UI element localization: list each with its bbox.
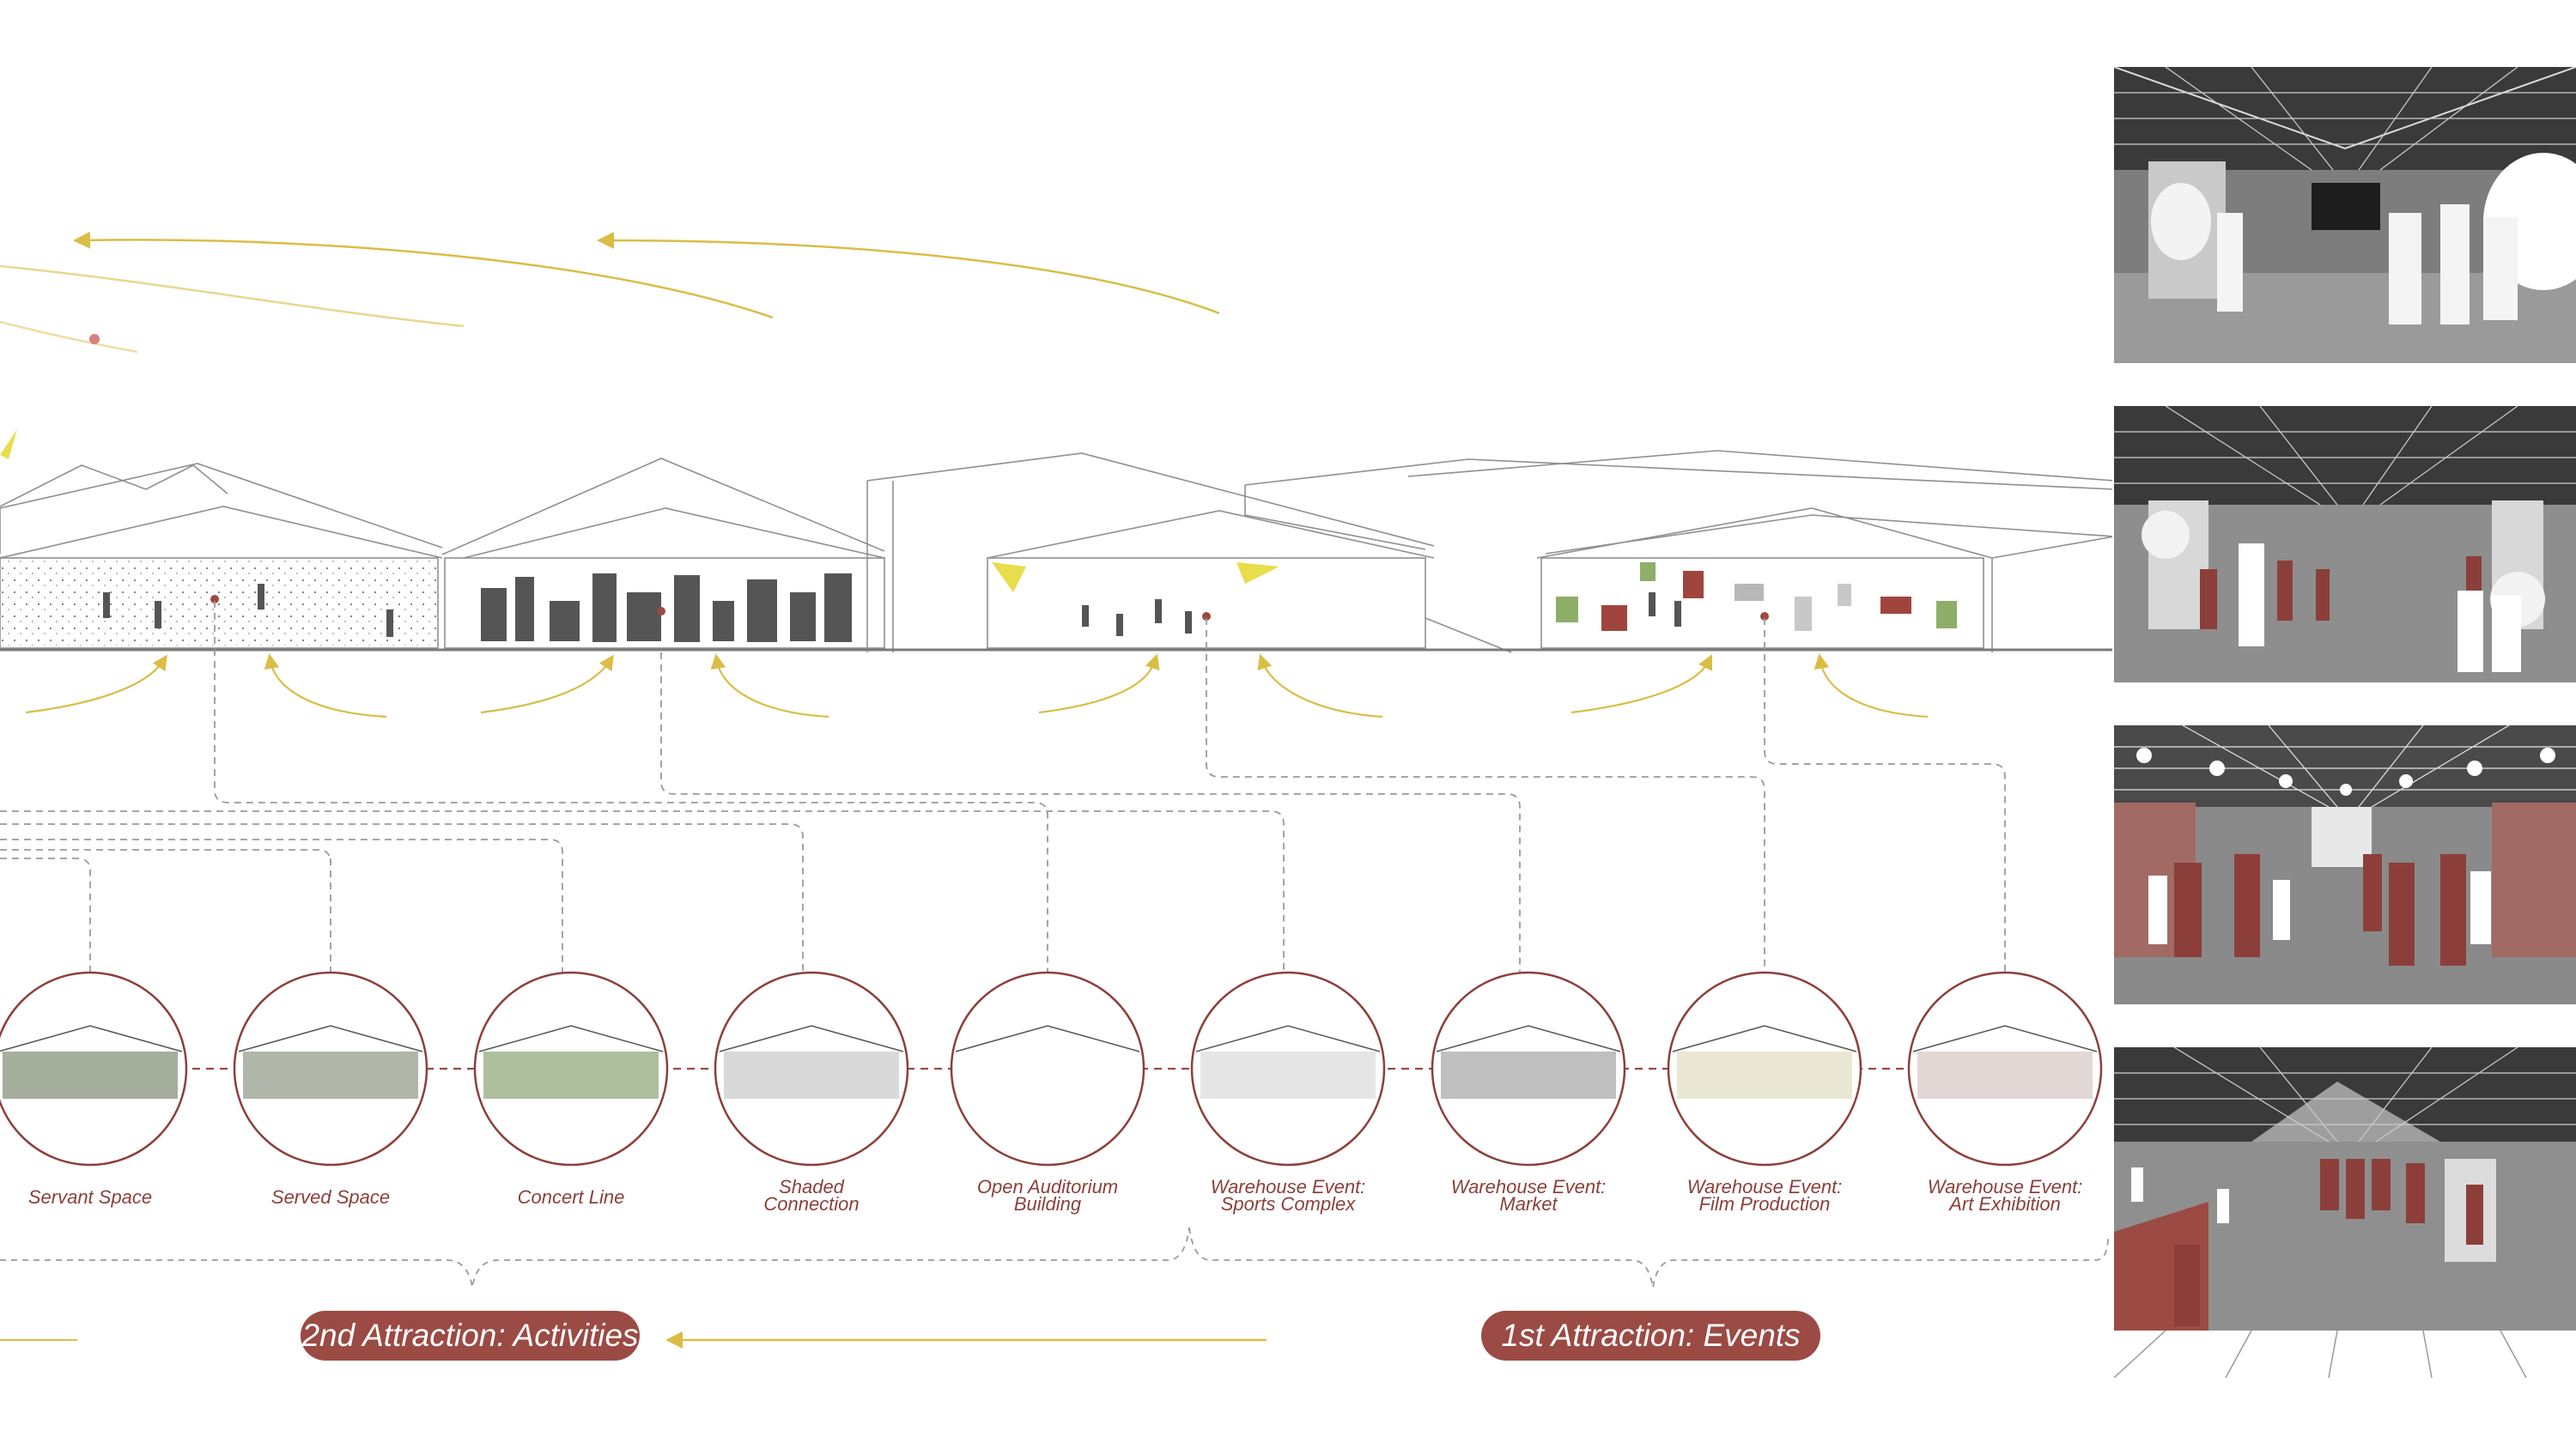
circle-label-line: Warehouse Event: <box>1686 1176 1843 1197</box>
sports-complex-photo <box>2114 1047 2576 1331</box>
circle-label-line: Warehouse Event: <box>1927 1176 2083 1197</box>
studio-scene-icon <box>2114 406 2576 682</box>
events-pill: 1st Attraction: Events <box>1481 1311 1820 1361</box>
circle-label-line: Art Exhibition <box>1949 1193 2061 1215</box>
exhibit-panels <box>1556 562 1957 631</box>
circle-label-concert: Concert Line <box>459 1186 683 1208</box>
circle-label-line: Shaded <box>779 1176 844 1197</box>
top-arrow-faint <box>0 264 465 328</box>
circle-label-art: Warehouse Event:Art Exhibition <box>1893 1176 2117 1215</box>
circle-label-line: Concert Line <box>517 1186 625 1208</box>
market-scene-icon <box>2114 725 2576 1004</box>
group-brackets <box>0 1227 2109 1288</box>
circle-label-line: Building <box>1013 1193 1082 1215</box>
yellow-light-accents <box>0 429 1279 592</box>
circle-label-market: Warehouse Event:Market <box>1417 1176 1640 1215</box>
gallery-scene-icon <box>2114 67 2576 363</box>
circle-label-film: Warehouse Event:Film Production <box>1653 1176 1876 1215</box>
circle-label-line: Warehouse Event: <box>1210 1176 1366 1197</box>
circle-label-line: Connection <box>763 1193 860 1215</box>
market-photo <box>2114 725 2576 1004</box>
film-production-photo <box>2114 406 2576 682</box>
perspective-ground-lines <box>2114 1331 2527 1379</box>
circle-auditorium <box>950 971 1145 1167</box>
circle-label-line: Served Space <box>270 1186 391 1208</box>
activities-pill: 2nd Attraction: Activities <box>301 1311 640 1361</box>
circle-label-line: Sports Complex <box>1220 1193 1356 1215</box>
circle-label-sports: Warehouse Event:Sports Complex <box>1176 1176 1400 1215</box>
circle-label-line: Film Production <box>1698 1193 1831 1215</box>
circle-servant <box>0 971 188 1167</box>
circle-sports <box>1190 971 1386 1167</box>
sports-scene-icon <box>2114 1047 2576 1331</box>
building-section <box>0 450 2112 653</box>
circle-label-line: Market <box>1499 1193 1558 1215</box>
top-arrow-left <box>73 231 774 319</box>
circle-art <box>1907 971 2103 1167</box>
circle-served <box>233 971 428 1167</box>
circle-film <box>1667 971 1862 1167</box>
circle-label-line: Servant Space <box>27 1186 153 1208</box>
circle-label-line: Warehouse Event: <box>1450 1176 1607 1197</box>
dotted-floor <box>2 560 436 646</box>
top-flow-arrows <box>0 231 1220 354</box>
entry-arrows <box>25 653 1929 718</box>
art-exhibition-photo <box>2114 67 2576 363</box>
circle-shaded <box>714 971 909 1167</box>
circle-label-served: Served Space <box>219 1186 442 1208</box>
section-diagram <box>0 231 2112 1349</box>
crowd-silhouettes <box>103 573 1681 642</box>
sun-dot <box>89 334 100 344</box>
circle-concert <box>473 971 669 1167</box>
anchor-dots <box>210 595 1769 621</box>
circle-label-servant: Servant Space <box>0 1186 202 1208</box>
circle-market <box>1431 971 1626 1167</box>
vignette-circles <box>0 971 2103 1167</box>
circle-label-line: Open Auditorium <box>976 1176 1119 1197</box>
top-arrow-right <box>597 232 1220 315</box>
